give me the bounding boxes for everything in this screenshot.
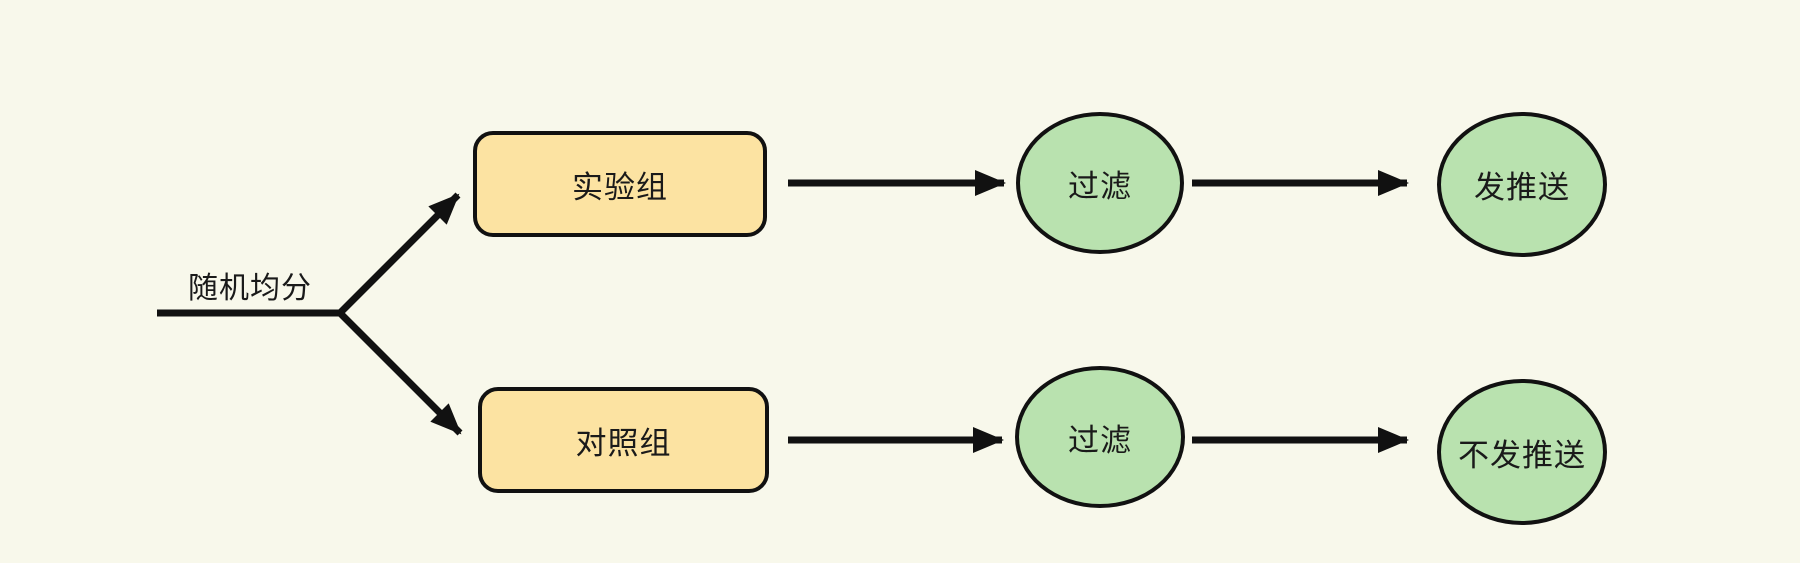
send-push-circle: 发推送 <box>1437 112 1607 257</box>
branch-down-arrow <box>337 310 463 436</box>
split-label: 随机均分 <box>188 272 312 305</box>
no-push-label: 不发推送 <box>1458 437 1586 473</box>
no-push-circle: 不发推送 <box>1437 379 1607 525</box>
filter-top-label: 过滤 <box>1068 168 1132 204</box>
send-push-label: 发推送 <box>1474 170 1570 205</box>
experiment-group-box: 实验组 <box>473 131 767 237</box>
control-group-label: 对照组 <box>575 425 672 461</box>
control-group-box: 对照组 <box>478 387 769 493</box>
experiment-group-label: 实验组 <box>572 169 668 205</box>
filter-top-circle: 过滤 <box>1016 112 1184 254</box>
filter-bottom-label: 过滤 <box>1068 422 1132 458</box>
filter-bottom-circle: 过滤 <box>1015 366 1185 508</box>
